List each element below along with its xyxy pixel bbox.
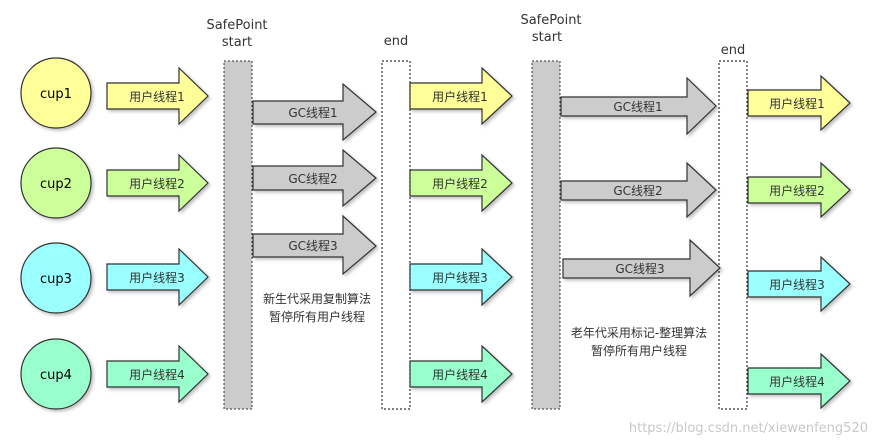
- cpu-1-label: cup1: [40, 87, 72, 102]
- gc-thread-1-label: GC线程1: [288, 105, 337, 120]
- gc-thread-arrow: GC线程3: [252, 214, 377, 276]
- user-thread-2-label: 用户线程2: [769, 183, 825, 198]
- user-thread-4-label: 用户线程4: [129, 367, 185, 382]
- old-gen-note-line-1: 老年代采用标记-整理算法: [571, 325, 707, 340]
- user-thread-3-label: 用户线程3: [129, 270, 185, 285]
- end-1-label: end: [384, 34, 409, 49]
- gc-thread-arrow: GC线程2: [560, 161, 717, 219]
- gc-thread-2-label: GC线程2: [613, 183, 662, 198]
- cpu-column: cup1 cup2 cup3 cup4: [20, 57, 92, 410]
- user-thread-arrow: 用户线程1: [106, 66, 209, 126]
- user-thread-2-label: 用户线程2: [129, 176, 185, 191]
- user-thread-arrow: 用户线程1: [747, 74, 851, 132]
- gc-thread-2-label: GC线程2: [288, 171, 337, 186]
- cpu-3: cup3: [20, 242, 92, 314]
- user-threads-phase-1: 用户线程1 用户线程2 用户线程3 用户线程4: [106, 66, 209, 404]
- user-thread-4-label: 用户线程4: [432, 367, 488, 382]
- gc-thread-3-label: GC线程3: [288, 238, 337, 253]
- gc-thread-arrow: GC线程2: [252, 148, 377, 208]
- cpu-1: cup1: [20, 57, 92, 129]
- user-threads-phase-2: 用户线程1 用户线程2 用户线程3 用户线程4: [409, 66, 513, 404]
- user-thread-arrow: 用户线程3: [409, 247, 513, 307]
- watermark: https://blog.csdn.net/xiewenfeng520: [629, 421, 868, 436]
- gc-thread-arrow: GC线程3: [562, 238, 721, 298]
- gc-threads-phase-2: GC线程1 GC线程2 GC线程3: [560, 76, 721, 298]
- safepoint-2-subtitle: start: [532, 30, 562, 45]
- old-gen-note-line-2: 暂停所有用户线程: [591, 343, 687, 358]
- user-thread-arrow: 用户线程3: [747, 255, 851, 313]
- cpu-2: cup2: [20, 147, 92, 219]
- user-thread-2-label: 用户线程2: [432, 176, 488, 191]
- cpu-4-label: cup4: [40, 368, 72, 383]
- user-thread-arrow: 用户线程1: [409, 66, 513, 126]
- user-thread-arrow: 用户线程4: [747, 352, 851, 410]
- safepoint-1-bar: [223, 60, 253, 410]
- user-thread-arrow: 用户线程4: [409, 344, 513, 404]
- user-threads-phase-3: 用户线程1 用户线程2 用户线程3 用户线程4: [747, 74, 851, 410]
- user-thread-1-label: 用户线程1: [432, 89, 488, 104]
- end-1-bar: [381, 60, 411, 410]
- cpu-3-label: cup3: [40, 272, 72, 287]
- user-thread-3-label: 用户线程3: [769, 277, 825, 292]
- gc-thread-3-label: GC线程3: [615, 261, 664, 276]
- safepoint-1-title: SafePoint: [206, 18, 267, 33]
- end-2-bar: [718, 60, 748, 410]
- user-thread-3-label: 用户线程3: [432, 270, 488, 285]
- safepoint-1-subtitle: start: [222, 35, 252, 50]
- cpu-4: cup4: [20, 338, 92, 410]
- user-thread-arrow: 用户线程2: [106, 153, 209, 213]
- user-thread-arrow: 用户线程2: [409, 153, 513, 213]
- gc-thread-1-label: GC线程1: [613, 99, 662, 114]
- young-gen-note-line-1: 新生代采用复制算法: [263, 291, 371, 306]
- gc-thread-arrow: GC线程1: [252, 82, 377, 142]
- user-thread-arrow: 用户线程3: [106, 247, 209, 307]
- gc-threads-phase-1: GC线程1 GC线程2 GC线程3: [252, 82, 377, 276]
- user-thread-arrow: 用户线程4: [106, 344, 209, 404]
- user-thread-4-label: 用户线程4: [769, 374, 825, 389]
- user-thread-1-label: 用户线程1: [769, 96, 825, 111]
- cpu-2-label: cup2: [40, 177, 72, 192]
- young-gen-note-line-2: 暂停所有用户线程: [269, 309, 365, 324]
- user-thread-1-label: 用户线程1: [129, 89, 185, 104]
- end-2-label: end: [721, 43, 746, 58]
- gc-thread-arrow: GC线程1: [560, 76, 717, 136]
- safepoint-2-bar: [531, 60, 561, 410]
- safepoint-2-title: SafePoint: [520, 13, 581, 28]
- user-thread-arrow: 用户线程2: [747, 161, 851, 219]
